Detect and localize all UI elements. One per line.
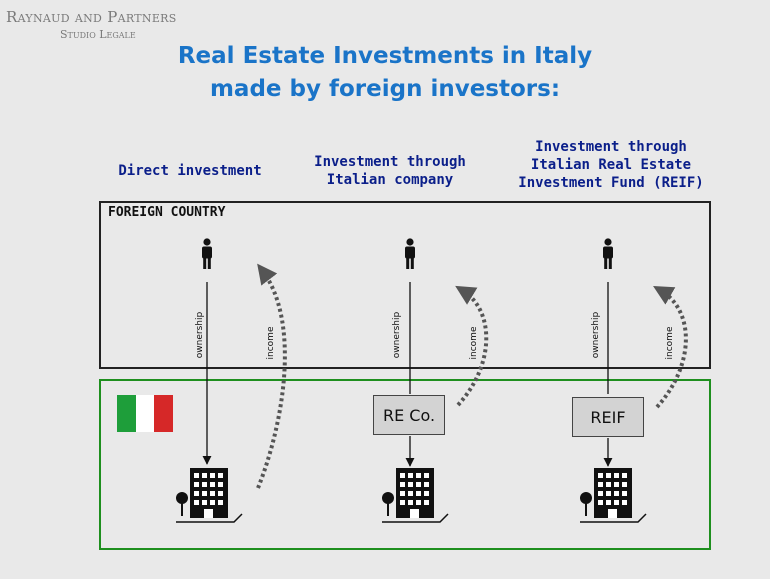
income-label: income — [665, 326, 675, 360]
heading-reif: Investment through Italian Real Estate I… — [495, 138, 727, 192]
building-icon — [381, 467, 449, 523]
income-label: income — [266, 326, 276, 360]
income-label: income — [469, 326, 479, 360]
income-arrow — [455, 285, 489, 407]
building-icon — [175, 467, 243, 523]
investor-icon — [202, 238, 212, 269]
ownership-label: ownership — [195, 311, 205, 359]
income-arrow — [653, 286, 688, 409]
firm-subtitle: Studio Legale — [60, 28, 136, 41]
heading-line: Investment through — [535, 139, 687, 155]
title-line-2: made by foreign investors: — [209, 76, 561, 102]
ownership-label: ownership — [392, 311, 402, 359]
foreign-country-label: FOREIGN COUNTRY — [108, 205, 226, 220]
heading-line: Italian Real Estate — [530, 157, 692, 173]
heading-line: Italian company — [326, 172, 454, 188]
foreign-country-box — [99, 201, 711, 369]
italian-flag-icon — [117, 395, 174, 432]
heading-line: Investment Fund (REIF) — [518, 175, 704, 191]
heading-direct-investment: Direct investment — [100, 162, 280, 180]
reif-box: REIF — [572, 397, 644, 437]
title-line-1: Real Estate Investments in Italy — [177, 43, 593, 69]
heading-italian-company: Investment through Italian company — [290, 153, 490, 189]
slide-title: Real Estate Investments in Italy made by… — [0, 40, 770, 106]
investor-icon — [405, 238, 415, 269]
building-icon — [579, 467, 647, 523]
income-arrow — [256, 263, 287, 489]
italy-box — [99, 379, 711, 550]
investor-icon — [603, 238, 613, 269]
ownership-label: ownership — [591, 311, 601, 359]
heading-line: Direct investment — [118, 163, 262, 179]
heading-line: Investment through — [314, 154, 466, 170]
firm-name: Raynaud and Partners — [6, 8, 177, 26]
re-company-box: RE Co. — [373, 395, 445, 435]
